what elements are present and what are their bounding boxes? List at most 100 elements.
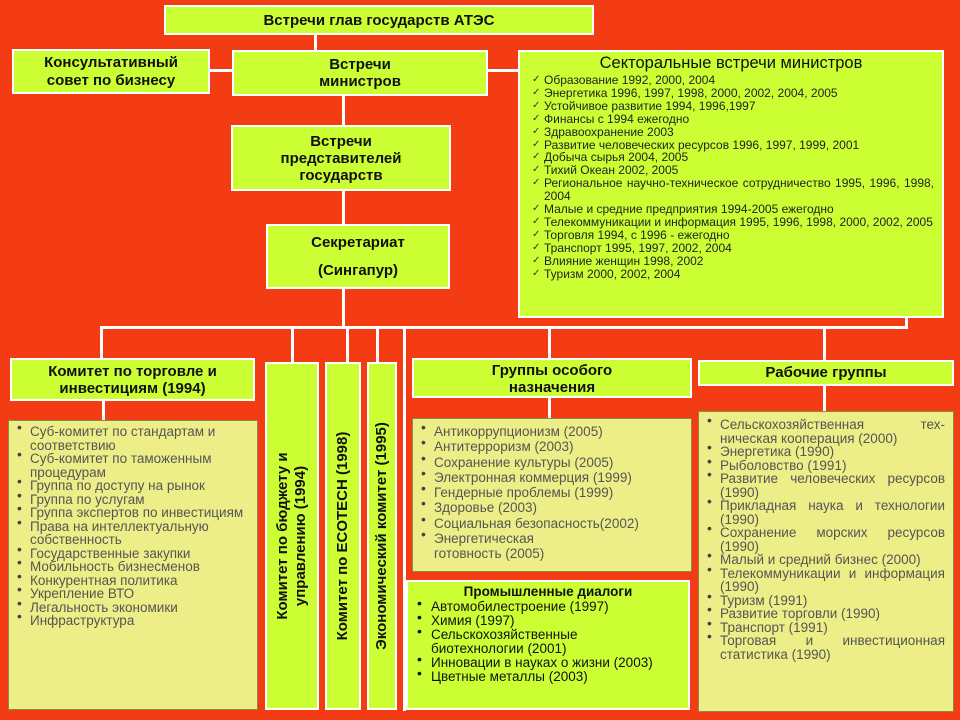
list-item: Сохранение морских ресурсов (1990) xyxy=(703,522,945,553)
list-item: Региональное научно-техническое сотрудни… xyxy=(530,177,934,203)
sectoral-meetings-title: Секторальные встречи министров xyxy=(599,54,863,72)
list-item: Группа по услугам xyxy=(13,489,249,507)
list-item: Энергетика 1996, 1997, 1998, 2000, 2002,… xyxy=(530,87,934,100)
representatives-title: Встречи представителей государств xyxy=(280,133,402,184)
list-item: Телекоммуникации и информация (1990) xyxy=(703,563,945,594)
list-item: Тихий Океан 2002, 2005 xyxy=(530,164,934,177)
connector-bus-economic xyxy=(376,326,379,362)
sectoral-meetings-list: Образование 1992, 2000, 2004 Энергетика … xyxy=(520,73,942,281)
list-item: Туризм (1991) xyxy=(703,590,945,608)
connector-bus-ecotech xyxy=(346,326,349,362)
connector-reps-secretariat xyxy=(342,191,345,224)
economic-committee-box: Экономический комитет (1995) xyxy=(367,362,397,710)
list-item: Сельскохозяйственная тех-ническая коопер… xyxy=(703,414,945,445)
list-item: Туризм 2000, 2002, 2004 xyxy=(530,267,934,281)
connector-sectoral-bus xyxy=(905,318,908,328)
trade-committee-list-box: Суб-комитет по стандартам и соответствию… xyxy=(8,420,258,710)
list-item: Малый и средний бизнес (2000) xyxy=(703,549,945,567)
list-item: Антикоррупционизм (2005) xyxy=(417,420,685,439)
special-groups-list: Антикоррупционизм (2005) Антитерроризм (… xyxy=(413,419,691,562)
list-item: Телекоммуникации и информация 1995, 1996… xyxy=(530,216,934,229)
sectoral-meetings-box: Секторальные встречи министров Образован… xyxy=(518,50,944,318)
connector-main-bus xyxy=(100,326,908,329)
working-groups-list: Сельскохозяйственная тех-ническая коопер… xyxy=(699,412,953,661)
special-groups-box: Группы особого назначения xyxy=(412,358,692,398)
list-item: Энергетическая готовность (2005) xyxy=(417,527,584,562)
list-item: Влияние женщин 1998, 2002 xyxy=(530,254,934,268)
connector-trade-list xyxy=(102,400,105,420)
working-groups-list-box: Сельскохозяйственная тех-ническая коопер… xyxy=(698,411,954,712)
special-groups-list-box: Антикоррупционизм (2005) Антитерроризм (… xyxy=(412,418,692,572)
trade-committee-list: Суб-комитет по стандартам и соответствию… xyxy=(9,421,257,628)
list-item: Государственные закупки xyxy=(13,543,249,561)
list-item: Сельскохозяйственные биотехнологии (2001… xyxy=(414,625,601,656)
trade-committee-box: Комитет по торговле и инвестициям (1994) xyxy=(10,358,255,401)
connector-bus-special xyxy=(548,326,551,358)
connector-bus-working xyxy=(823,326,826,360)
list-item: Развитие человеческих ресурсов 1996, 199… xyxy=(530,138,934,152)
list-item: Цветные металлы (2003) xyxy=(414,667,682,684)
list-item: Добыча сырья 2004, 2005 xyxy=(530,151,934,164)
list-item: Социальная безопасность(2002) xyxy=(417,512,685,531)
working-groups-title: Рабочие группы xyxy=(765,364,887,381)
list-item: Торговля 1994, с 1996 - ежегодно xyxy=(530,228,934,242)
list-item: Инновации в науках о жизни (2003) xyxy=(414,653,682,670)
connector-special-list xyxy=(548,398,551,418)
connector-bus-budget xyxy=(291,326,294,362)
list-item: Развитие торговли (1990) xyxy=(703,603,945,621)
list-item: Автомобилестроение (1997) xyxy=(414,597,682,614)
special-groups-title: Группы особого назначения xyxy=(491,362,613,396)
list-item: Энергетика (1990) xyxy=(703,441,945,459)
ecotech-committee-box: Комитет по ECOTECH (1998) xyxy=(325,362,361,710)
list-item: Суб-комитет по стандартам и соответствию xyxy=(13,421,249,452)
representatives-box: Встречи представителей государств xyxy=(231,125,451,191)
ministers-meetings-title: Встречи министров xyxy=(319,56,401,90)
list-item: Финансы с 1994 ежегодно xyxy=(530,112,934,126)
trade-committee-title: Комитет по торговле и инвестициям (1994) xyxy=(48,363,217,397)
list-item: Транспорт 1995, 1997, 2002, 2004 xyxy=(530,241,934,255)
industrial-dialogues-title: Промышленные диалоги xyxy=(463,584,633,599)
list-item: Образование 1992, 2000, 2004 xyxy=(530,74,934,87)
list-item: Гендерные проблемы (1999) xyxy=(417,481,685,500)
connector-ministers-reps xyxy=(342,96,345,125)
budget-committee-title: Комитет по бюджету и управлению (1994) xyxy=(274,452,309,620)
apec-leaders-box: Встречи глав государств АТЭС xyxy=(164,5,594,35)
list-item: Укрепление ВТО xyxy=(13,583,249,601)
ecotech-committee-title: Комитет по ECOTECH (1998) xyxy=(334,431,351,641)
list-item: Прикладная наука и технологии (1990) xyxy=(703,495,945,526)
list-item: Развитие человеческих ресурсов (1990) xyxy=(703,468,945,499)
list-item: Права на интеллектуальную собственность xyxy=(13,516,249,547)
list-item: Группа экспертов по инвестициям xyxy=(13,502,249,520)
connector-secretariat-bus xyxy=(342,289,345,327)
apec-leaders-title: Встречи глав государств АТЭС xyxy=(263,12,495,29)
connector-ministers-sectoral xyxy=(488,69,518,72)
ministers-meetings-box: Встречи министров xyxy=(232,50,488,96)
list-item: Мобильность бизнесменов xyxy=(13,556,249,574)
list-item: Здравоохранение 2003 xyxy=(530,125,934,139)
working-groups-box: Рабочие группы xyxy=(698,360,954,386)
secretariat-title: Секретариат (Сингапур) xyxy=(311,234,405,279)
industrial-dialogues-list: Автомобилестроение (1997) Химия (1997) С… xyxy=(408,597,688,684)
list-item: Конкурентная политика xyxy=(13,570,249,588)
secretariat-box: Секретариат (Сингапур) xyxy=(266,224,450,289)
list-item: Устойчивое развитие 1994, 1996,1997 xyxy=(530,99,934,113)
connector-advisory-ministers xyxy=(210,69,232,72)
list-item: Рыболовство (1991) xyxy=(703,455,945,473)
list-item: Суб-комитет по таможенным процедурам xyxy=(13,448,249,479)
list-item: Транспорт (1991) xyxy=(703,617,945,635)
advisory-council-box: Консультативный совет по бизнесу xyxy=(12,49,210,94)
list-item: Инфраструктура xyxy=(13,610,249,628)
economic-committee-title: Экономический комитет (1995) xyxy=(373,422,390,650)
list-item: Торговая и инвестиционная статистика (19… xyxy=(703,630,945,661)
list-item: Химия (1997) xyxy=(414,611,682,628)
list-item: Малые и средние предприятия 1994-2005 еж… xyxy=(530,203,934,216)
connector-left-rail xyxy=(403,326,406,711)
list-item: Электронная коммерция (1999) xyxy=(417,466,685,485)
list-item: Легальность экономики xyxy=(13,597,249,615)
budget-committee-box: Комитет по бюджету и управлению (1994) xyxy=(265,362,319,710)
list-item: Антитерроризм (2003) xyxy=(417,435,685,454)
connector-bus-trade xyxy=(100,326,103,358)
list-item: Группа по доступу на рынок xyxy=(13,475,249,493)
connector-top-to-ministers xyxy=(314,34,317,52)
connector-working-list xyxy=(823,386,826,411)
